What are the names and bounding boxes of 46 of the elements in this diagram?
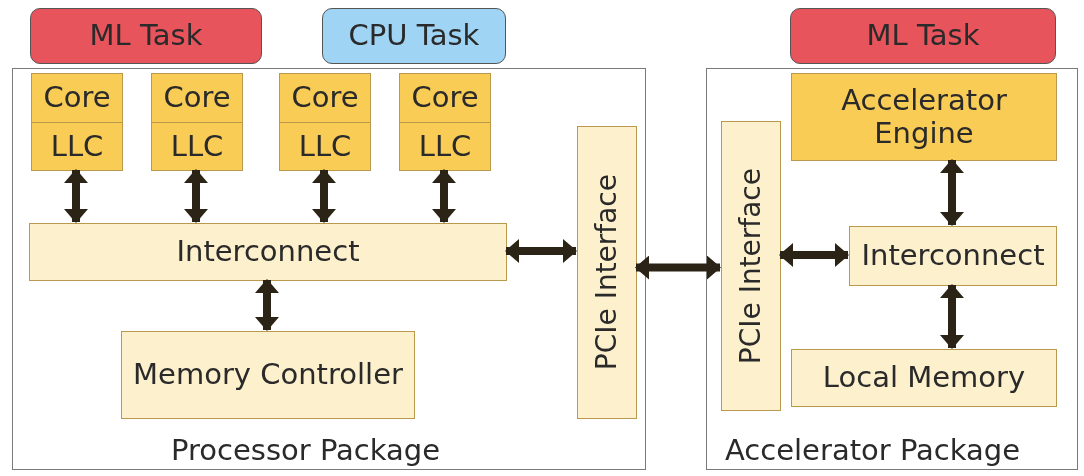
double-arrow [635,255,721,280]
task-box [30,8,262,64]
block-box [121,331,415,419]
double-arrow [184,169,208,223]
core-label: Core [290,79,360,117]
block-label: ML Task [88,19,204,53]
core-label: Core [42,79,112,117]
package-label: Processor Package [171,433,441,467]
package-box [706,68,1078,470]
double-arrow [255,279,279,331]
block-box [849,226,1057,286]
double-arrow [779,243,849,267]
cache-label: LLC [152,121,242,170]
block-label: Memory Controller [132,358,404,392]
cache-label: LLC [32,121,122,170]
double-arrow [312,169,336,223]
engine-box [791,73,1057,161]
interface-label: PCIe Interface [590,174,624,371]
double-arrow [64,169,88,223]
package-box [12,68,646,470]
block-box [29,223,507,281]
block-label: CPU Task [347,19,481,53]
interface-label: PCIe Interface [734,167,768,365]
core-box [151,73,243,171]
core-label: Core [162,79,232,117]
package-label: Accelerator Package [725,433,1021,467]
block-box [791,349,1057,407]
double-arrow [940,284,964,349]
core-box [279,73,371,171]
core-label: Core [410,79,480,117]
block-label: Interconnect [860,239,1046,273]
cache-label: LLC [280,121,370,170]
task-box [322,8,506,64]
double-arrow [505,239,577,263]
block-label: Interconnect [175,235,361,269]
block-label: Accelerator Engine [840,83,1008,151]
block-label: ML Task [865,19,981,53]
core-box [31,73,123,171]
double-arrow [940,159,964,226]
interface-box [721,121,781,411]
core-box [399,73,491,171]
block-label: Local Memory [821,361,1027,395]
double-arrow [432,169,456,223]
interface-box [577,126,637,419]
cache-label: LLC [400,121,490,170]
task-box [790,8,1056,64]
